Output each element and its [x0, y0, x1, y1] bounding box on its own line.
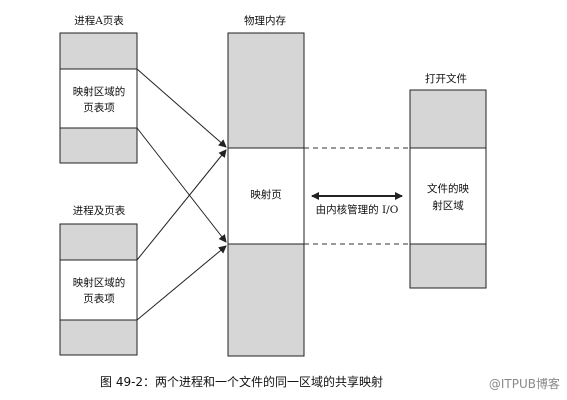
process-a-mapped-label-line2: 页表项 [83, 101, 115, 114]
process-a-page-table: 进程A页表 映射区域的 页表项 [59, 14, 138, 164]
process-a-top-region [59, 32, 138, 70]
open-file-title: 打开文件 [425, 72, 467, 85]
process-b-mapped-region [59, 259, 138, 321]
physical-memory: 物理内存 映射页 [227, 14, 305, 357]
open-file-mapped-label-line2: 射区域 [432, 199, 464, 212]
process-b-top-region [59, 223, 138, 261]
physical-memory-top-region [227, 32, 305, 149]
process-a-title: 进程A页表 [74, 14, 124, 27]
open-file-mapped-label-line1: 文件的映 [427, 182, 469, 195]
kernel-io-label: 由内核管理的 I/O [316, 203, 399, 216]
open-file: 打开文件 文件的映 射区域 [409, 72, 487, 289]
arrow-a-top [136, 68, 227, 148]
open-file-top-region [409, 89, 487, 149]
process-a-mapped-label-line1: 映射区域的 [73, 85, 126, 98]
process-a-bottom-region [59, 127, 138, 164]
mapped-page-label: 映射页 [250, 188, 282, 201]
process-b-page-table: 进程及页表 映射区域的 页表项 [59, 204, 138, 356]
open-file-bottom-region [409, 243, 487, 289]
process-b-mapped-label-line1: 映射区域的 [73, 276, 126, 289]
process-b-mapped-label-line2: 页表项 [83, 292, 115, 305]
process-b-bottom-region [59, 319, 138, 356]
figure-caption: 图 49-2：两个进程和一个文件的同一区域的共享映射 [100, 374, 383, 389]
physical-memory-mapped-page [227, 147, 305, 245]
open-file-mapped-region [409, 147, 487, 245]
arrow-b-top [136, 149, 227, 261]
physical-memory-bottom-region [227, 243, 305, 357]
arrow-a-bottom [136, 127, 227, 243]
physical-memory-title: 物理内存 [244, 14, 286, 27]
process-a-mapped-region [59, 68, 138, 129]
arrow-b-bottom [136, 245, 227, 321]
process-b-title: 进程及页表 [73, 204, 126, 217]
watermark: @ITPUB博客 [489, 376, 560, 391]
